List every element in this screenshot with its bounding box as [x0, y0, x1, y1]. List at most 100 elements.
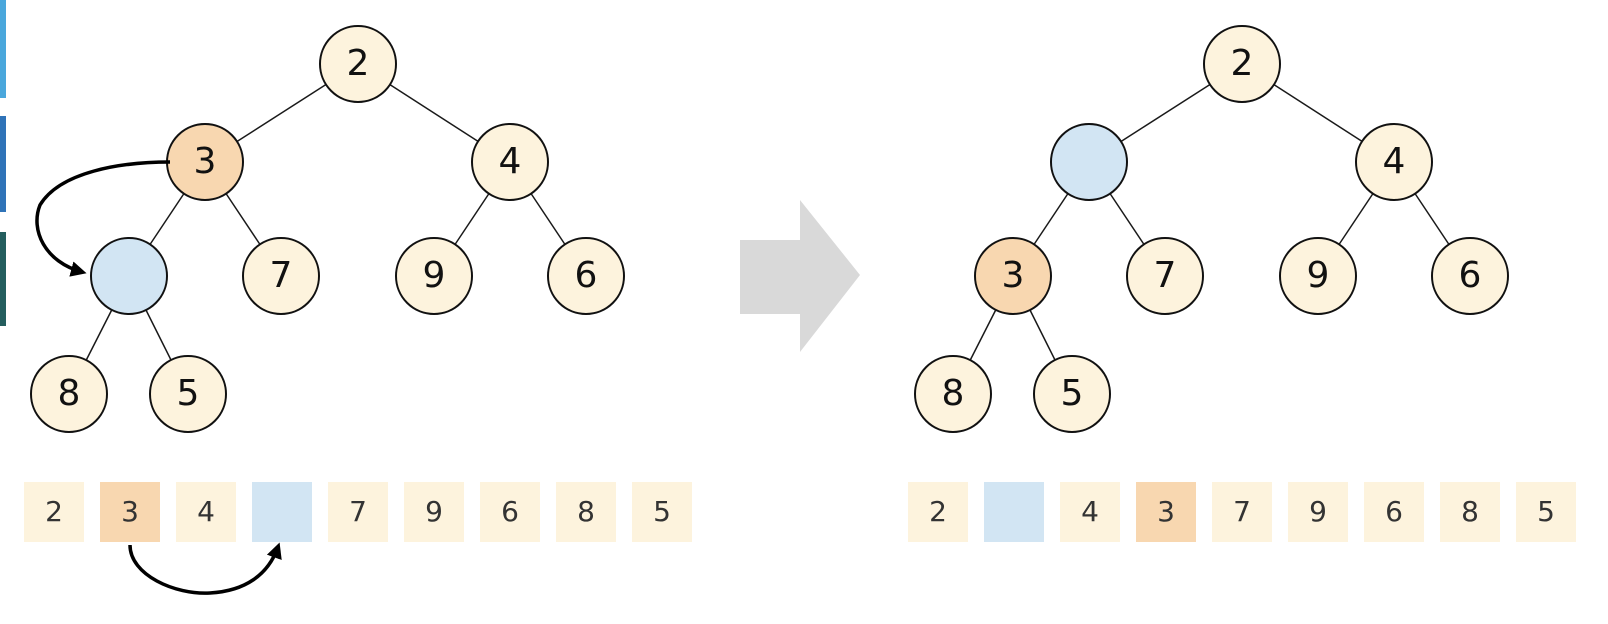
node-label: 5: [1061, 373, 1084, 414]
after-tree-node-rr: 6: [1431, 237, 1509, 315]
before-array-cell-7: 8: [556, 482, 616, 542]
node-label: 5: [177, 373, 200, 414]
after-array-cell-1: [984, 482, 1044, 542]
array-cell-label: 7: [1233, 495, 1251, 528]
array-cell-box: [908, 482, 968, 542]
before-edge-r-rr: [530, 193, 566, 245]
node-label: 7: [270, 255, 293, 296]
node-label: 7: [1154, 255, 1177, 296]
before-edge-root-r: [389, 83, 479, 143]
before-edge-l-ll: [149, 193, 185, 245]
before-tree-node-ll: [90, 237, 168, 315]
after-tree-node-llr: 5: [1033, 355, 1111, 433]
array-cell-box: [632, 482, 692, 542]
node-circle: [1279, 237, 1357, 315]
after-edge-r-rl: [1338, 193, 1374, 245]
before-tree-node-root: 2: [319, 25, 397, 103]
after-tree-node-rl: 9: [1279, 237, 1357, 315]
array-cell-label: 2: [45, 495, 63, 528]
before-edge-ll-llr: [145, 309, 172, 361]
array-cell-label: 4: [1081, 495, 1099, 528]
node-circle: [471, 123, 549, 201]
array-cell-box: [1136, 482, 1196, 542]
before-array-cell-4: 7: [328, 482, 388, 542]
after-tree-node-ll: 3: [974, 237, 1052, 315]
before-tree-node-llr: 5: [149, 355, 227, 433]
array-cell-box: [1212, 482, 1272, 542]
node-label: 4: [499, 141, 522, 182]
node-circle: [90, 237, 168, 315]
after-tree-node-l: [1050, 123, 1128, 201]
node-label: 3: [1002, 255, 1025, 296]
node-label: 3: [194, 141, 217, 182]
after-array-cell-4: 7: [1212, 482, 1272, 542]
after-array-cell-0: 2: [908, 482, 968, 542]
before-tree-edges: [85, 83, 566, 361]
side-accent-bar: [0, 0, 6, 98]
before-edge-l-lr: [225, 193, 261, 245]
before-array-cell-5: 9: [404, 482, 464, 542]
node-circle: [242, 237, 320, 315]
node-label: 2: [1231, 43, 1254, 84]
array-cell-box: [556, 482, 616, 542]
after-tree-node-lr: 7: [1126, 237, 1204, 315]
after-tree-edges: [969, 83, 1450, 361]
before-tree-node-r: 4: [471, 123, 549, 201]
node-circle: [974, 237, 1052, 315]
transition-arrow-icon: [740, 200, 860, 352]
node-circle: [1355, 123, 1433, 201]
array-cell-label: 6: [1385, 495, 1403, 528]
array-cell-label: 7: [349, 495, 367, 528]
before-tree-node-l: 3: [166, 123, 244, 201]
before-array-cell-2: 4: [176, 482, 236, 542]
array-cell-label: 5: [1537, 495, 1555, 528]
after-edge-r-rr: [1414, 193, 1450, 245]
node-circle: [1050, 123, 1128, 201]
node-circle: [547, 237, 625, 315]
tree-move-arrow: [35, 160, 171, 277]
before-array-cell-6: 6: [480, 482, 540, 542]
node-label: 9: [1307, 255, 1330, 296]
array-cell-label: 4: [197, 495, 215, 528]
node-circle: [1126, 237, 1204, 315]
after-tree-node-r: 4: [1355, 123, 1433, 201]
node-label: 6: [575, 255, 598, 296]
array-cell-box: [1440, 482, 1500, 542]
after-edge-ll-lll: [969, 309, 997, 361]
before-tree-node-lll: 8: [30, 355, 108, 433]
array-cell-box: [24, 482, 84, 542]
node-circle: [1033, 355, 1111, 433]
node-label: 9: [423, 255, 446, 296]
before-tree-node-rl: 9: [395, 237, 473, 315]
array-cell-label: 8: [577, 495, 595, 528]
node-label: 6: [1459, 255, 1482, 296]
side-accent-bar: [0, 232, 6, 326]
node-label: 8: [942, 373, 965, 414]
after-array-cell-7: 8: [1440, 482, 1500, 542]
before-tree-node-lr: 7: [242, 237, 320, 315]
array-cell-label: 8: [1461, 495, 1479, 528]
array-cell-box: [1516, 482, 1576, 542]
array-cell-label: 2: [929, 495, 947, 528]
before-tree-node-rr: 6: [547, 237, 625, 315]
before-array-cell-3: [252, 482, 312, 542]
array-cell-label: 9: [425, 495, 443, 528]
after-array-cell-5: 9: [1288, 482, 1348, 542]
node-circle: [914, 355, 992, 433]
before-tree: 2 3 4 7 9 6 8 5: [30, 25, 625, 433]
node-circle: [1431, 237, 1509, 315]
array-cell-box: [1060, 482, 1120, 542]
after-edge-l-ll: [1033, 193, 1069, 245]
before-array-cell-1: 3: [100, 482, 160, 542]
array-cell-box: [984, 482, 1044, 542]
side-accent-bars: [0, 0, 6, 326]
node-label: 2: [347, 43, 370, 84]
node-circle: [319, 25, 397, 103]
after-edge-l-lr: [1109, 193, 1145, 245]
array-cell-box: [1364, 482, 1424, 542]
after-array-cell-8: 5: [1516, 482, 1576, 542]
